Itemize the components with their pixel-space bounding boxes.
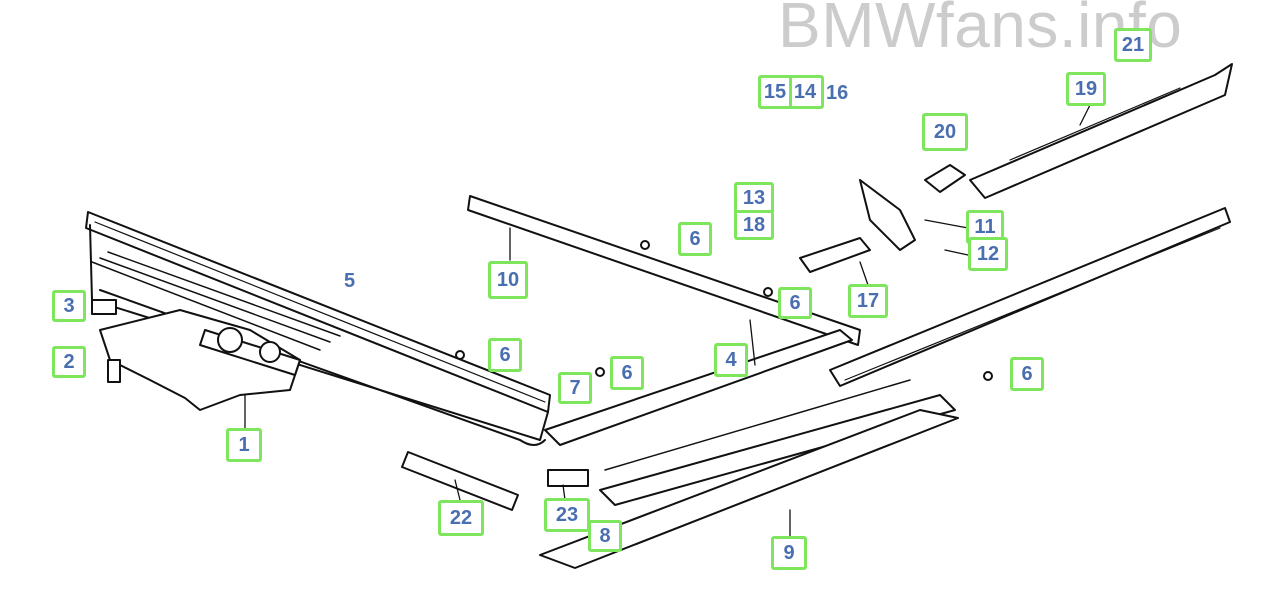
callout-6b[interactable]: 6 xyxy=(778,287,812,319)
plate-23 xyxy=(547,469,589,487)
callout-8[interactable]: 8 xyxy=(588,520,622,552)
callout-1[interactable]: 1 xyxy=(226,428,262,462)
label-5: 5 xyxy=(344,270,356,292)
callout-9[interactable]: 9 xyxy=(771,536,807,570)
drive-assembly xyxy=(99,309,301,411)
callout-23[interactable]: 23 xyxy=(544,498,590,532)
seal-tube-22 xyxy=(401,451,519,511)
right-guide-rail xyxy=(829,207,1231,387)
label-16: 16 xyxy=(826,82,849,104)
drive-cables xyxy=(91,251,341,351)
rear-guide-19 xyxy=(969,63,1233,199)
callout-21[interactable]: 21 xyxy=(1114,28,1152,62)
callout-2[interactable]: 2 xyxy=(52,346,86,378)
callout-19[interactable]: 19 xyxy=(1066,72,1106,106)
callout-20[interactable]: 20 xyxy=(922,113,968,151)
center-rail xyxy=(467,195,861,346)
callout-6a[interactable]: 6 xyxy=(678,222,712,256)
bracket-17 xyxy=(799,237,871,273)
callout-14[interactable]: 14 xyxy=(786,75,824,109)
small-clip-3 xyxy=(91,299,117,315)
block-20 xyxy=(924,164,966,193)
callout-7[interactable]: 7 xyxy=(558,372,592,404)
callout-4[interactable]: 4 xyxy=(714,343,748,377)
callout-18[interactable]: 18 xyxy=(734,210,774,240)
callout-3[interactable]: 3 xyxy=(52,290,86,322)
callout-17[interactable]: 17 xyxy=(848,284,888,318)
callout-6d[interactable]: 6 xyxy=(610,356,644,390)
bolt-2 xyxy=(107,359,121,383)
lever-11 xyxy=(859,179,916,251)
callout-22[interactable]: 22 xyxy=(438,500,484,536)
leader-lines xyxy=(244,104,1091,541)
screws xyxy=(455,240,993,381)
callout-12[interactable]: 12 xyxy=(968,237,1008,271)
callout-6e[interactable]: 6 xyxy=(1010,357,1044,391)
callout-10[interactable]: 10 xyxy=(488,261,528,299)
left-guide-rail xyxy=(85,211,551,446)
callout-6c[interactable]: 6 xyxy=(488,338,522,372)
callout-15[interactable]: 15 xyxy=(758,75,792,109)
